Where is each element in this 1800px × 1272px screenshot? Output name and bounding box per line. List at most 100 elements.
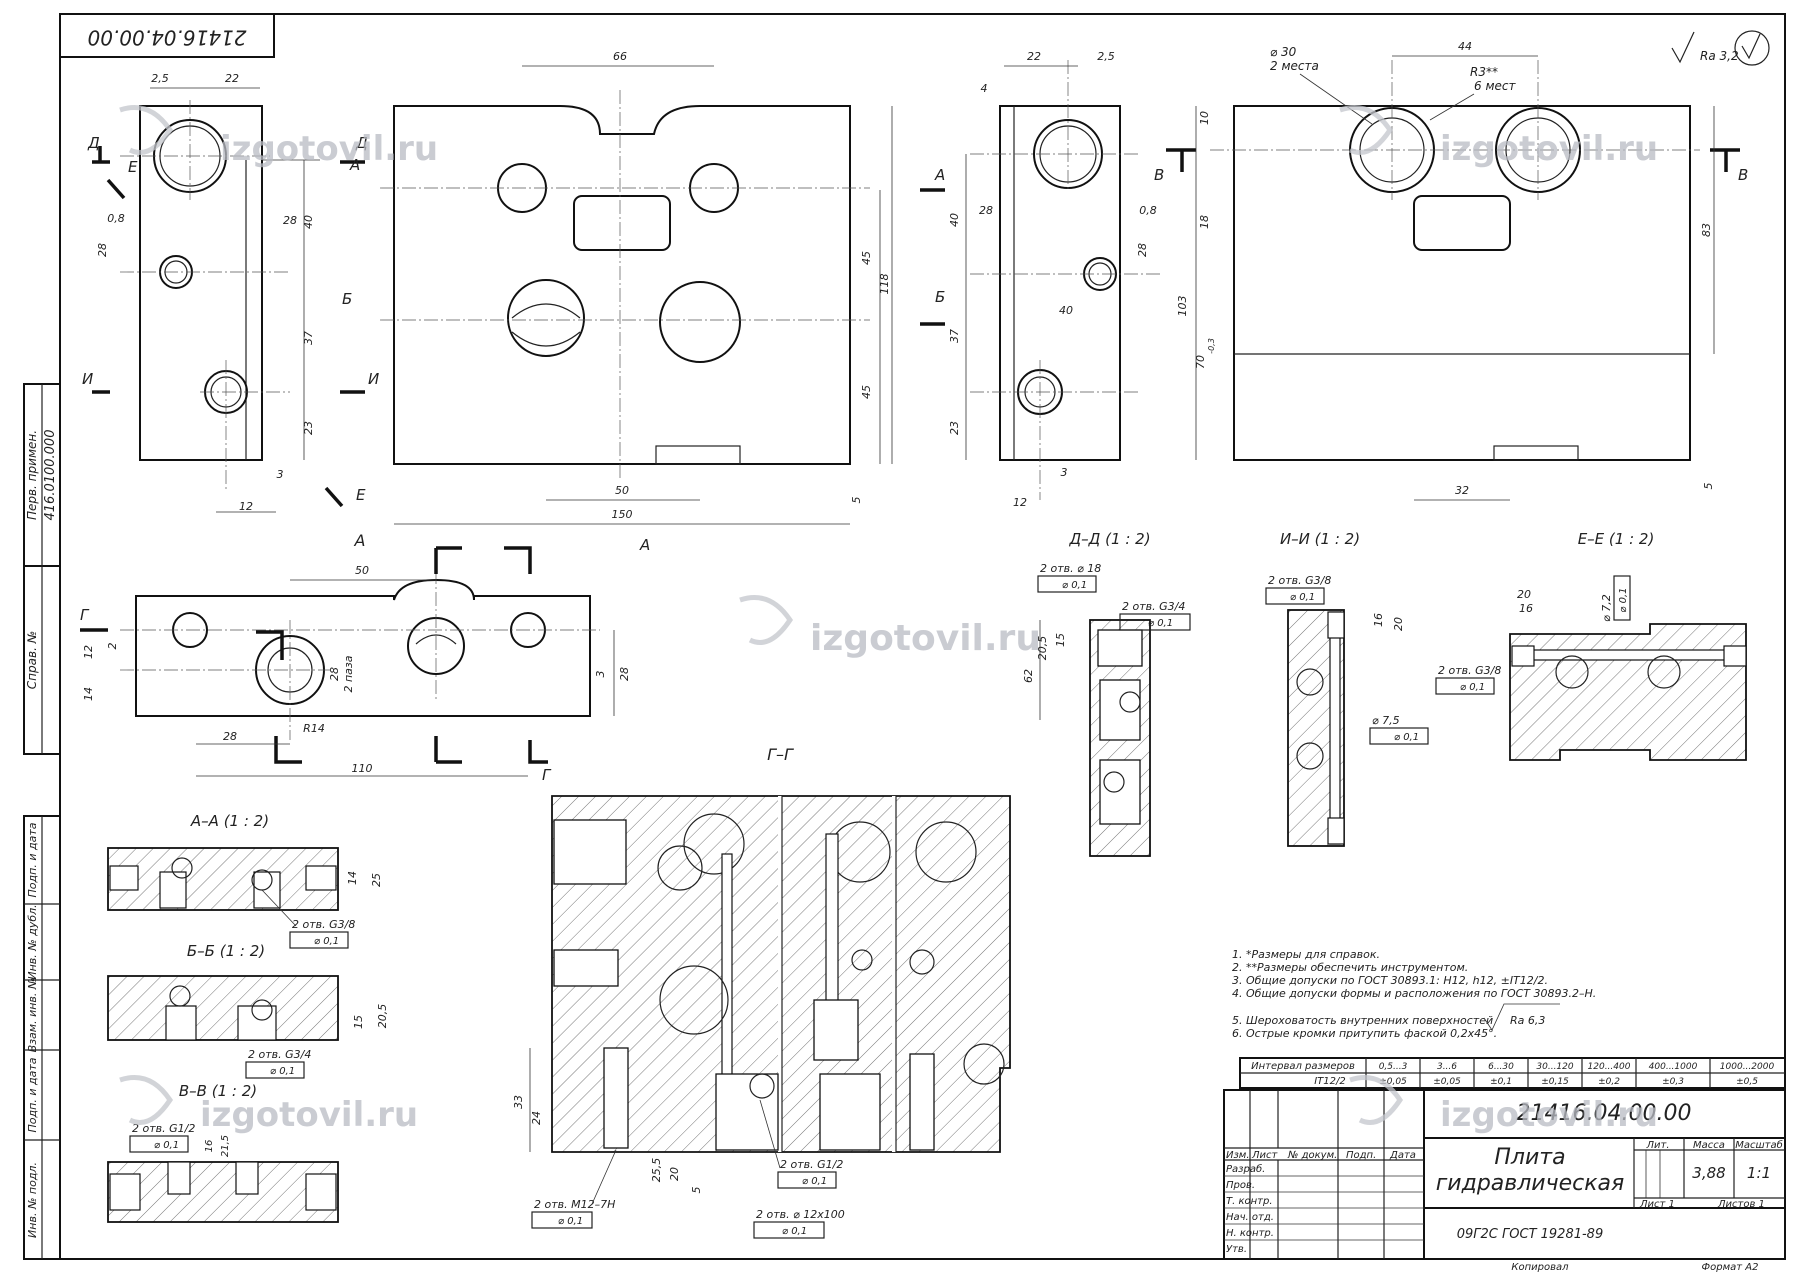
front-mark-a1: А bbox=[934, 166, 945, 184]
section-dd-tol1: ⌀ 0,1 bbox=[1062, 580, 1087, 591]
section-gg-dim-5: 5 bbox=[690, 1187, 703, 1194]
note-1: 1. *Размеры для справок. bbox=[1232, 948, 1380, 961]
side-dim-28a: 28 bbox=[979, 204, 993, 217]
tb-listov-label: Листов 1 bbox=[1717, 1199, 1765, 1210]
tb-col-ndokum: № докум. bbox=[1287, 1150, 1337, 1161]
rotated-stamp: 21416.04.00.00 bbox=[59, 13, 275, 58]
front-mark-b-left: Б bbox=[342, 290, 352, 308]
tb-row-utv: Утв. bbox=[1226, 1244, 1247, 1255]
section-gg-callout-g12: 2 отв. G1/2 bbox=[780, 1158, 843, 1171]
side-dim-2-5: 2,5 bbox=[1097, 50, 1115, 63]
watermark-2-text: izgotovil.ru bbox=[1440, 129, 1658, 169]
tol-value-2: ±0,1 bbox=[1490, 1077, 1512, 1087]
tol-range-5: 400...1000 bbox=[1649, 1062, 1698, 1072]
view-a-dim-r14: R14 bbox=[303, 722, 325, 735]
section-dd-tol2: ⌀ 0,1 bbox=[1148, 618, 1173, 629]
view-a-dim-28c: 28 bbox=[223, 730, 237, 743]
right-dim-83: 83 bbox=[1700, 223, 1713, 237]
section-gg-dim-24: 24 bbox=[530, 1111, 543, 1125]
section-gg: Г–Г 33 24 25,5 20 5 2 отв. M12–7H ⌀ 0,1 bbox=[512, 745, 1011, 1239]
left-strip: Перв. примен. 416.0100.000 Справ. № Подп… bbox=[23, 383, 61, 1260]
view-a-dim-28a: 28 bbox=[328, 667, 341, 681]
section-ee-tol-top: ⌀ 0,1 bbox=[1618, 587, 1629, 612]
view-front: А Б А А Б 66 45 118 45 50 150 5 bbox=[342, 50, 945, 554]
section-ee-callout1: 2 отв. G3/8 bbox=[1438, 664, 1501, 677]
right-mark-v1: В bbox=[1154, 166, 1164, 184]
tb-material: 09Г2С ГОСТ 19281-89 bbox=[1457, 1227, 1603, 1242]
tb-masshtab-label: Масштаб bbox=[1735, 1139, 1783, 1151]
section-bb-dim-20-5: 20,5 bbox=[376, 1004, 389, 1029]
watermark-1-text: izgotovil.ru bbox=[220, 129, 438, 169]
section-gg-tol-m12: ⌀ 0,1 bbox=[558, 1216, 583, 1227]
right-dim-32: 32 bbox=[1455, 484, 1469, 497]
section-ii-callout1: 2 отв. G3/8 bbox=[1268, 574, 1331, 587]
section-aa-callout: 2 отв. G3/8 bbox=[292, 918, 355, 931]
strip-inv-dubl: Инв. № дубл. bbox=[26, 904, 39, 979]
right-dim-18: 18 bbox=[1198, 215, 1211, 229]
watermark-4: izgotovil.ru bbox=[119, 1075, 418, 1135]
view-a-mark-g1: Г bbox=[80, 606, 90, 624]
tolerance-table: Интервал размеров IT12/2 0,5...3 3...6 6… bbox=[1239, 1057, 1786, 1089]
right-mark-v2: В bbox=[1738, 166, 1748, 184]
left-dim-5: 28 bbox=[96, 243, 109, 257]
side-dim-23: 23 bbox=[948, 421, 961, 435]
front-dim-118: 118 bbox=[878, 274, 891, 295]
tol-range-6: 1000...2000 bbox=[1720, 1062, 1775, 1072]
view-left-side: Д Д Е Е И И 2,5 22 0,8 28 40 28 37 23 3 … bbox=[82, 72, 379, 513]
tb-row-nkontr: Н. контр. bbox=[1226, 1228, 1274, 1239]
section-ee-title: Е–Е (1 : 2) bbox=[1578, 530, 1655, 548]
side-dim-28b: 28 bbox=[1136, 243, 1149, 257]
right-dim-44: 44 bbox=[1458, 40, 1472, 53]
tol-row2-label: IT12/2 bbox=[1314, 1076, 1346, 1087]
tb-row-tkontr: Т. контр. bbox=[1226, 1196, 1273, 1207]
front-dim-66: 66 bbox=[613, 50, 627, 63]
left-mark-e1: Е bbox=[128, 158, 138, 176]
tb-masshtab-value: 1:1 bbox=[1747, 1164, 1771, 1182]
section-bb-title: Б–Б (1 : 2) bbox=[187, 942, 265, 960]
right-callout-6mest: 6 мест bbox=[1474, 79, 1516, 93]
front-dim-45b: 45 bbox=[860, 385, 873, 399]
tb-name-line2: гидравлическая bbox=[1436, 1171, 1624, 1196]
tb-lit-label: Лит. bbox=[1645, 1140, 1669, 1151]
view-a-title: А bbox=[354, 531, 366, 550]
watermark-3-text: izgotovil.ru bbox=[810, 618, 1041, 659]
view-a-dim-2: 2 bbox=[106, 643, 119, 650]
section-gg-callout-m12: 2 отв. M12–7H bbox=[534, 1198, 615, 1211]
side-dim-40b: 40 bbox=[1059, 304, 1073, 317]
side-dim-22: 22 bbox=[1027, 50, 1041, 63]
section-dd-callout2: 2 отв. G3/4 bbox=[1122, 600, 1185, 613]
strip-vzam-inv: Взам. инв. № bbox=[26, 978, 39, 1053]
view-side: 22 2,5 4 40 28 0,8 28 37 40 23 3 12 bbox=[948, 50, 1160, 509]
tol-range-3: 30...120 bbox=[1536, 1062, 1573, 1072]
front-dim-50: 50 bbox=[615, 484, 629, 497]
section-vv-dim-21-5: 21,5 bbox=[220, 1135, 231, 1157]
section-vv-title: В–В (1 : 2) bbox=[179, 1082, 257, 1100]
side-dim-0-8: 0,8 bbox=[1139, 204, 1157, 217]
watermark-5-text: izgotovil.ru bbox=[1440, 1095, 1658, 1135]
tb-designation: 21416.04.00.00 bbox=[1517, 1101, 1692, 1126]
front-mark-a2: А bbox=[639, 536, 650, 554]
technical-notes: 1. *Размеры для справок. 2. **Размеры об… bbox=[1232, 948, 1596, 1040]
section-aa: А–А (1 : 2) 2 отв. G3/8 ⌀ 0,1 14 25 bbox=[107, 812, 383, 949]
view-a-mark-g2: Г bbox=[542, 766, 552, 784]
right-callout-2mesta: 2 места bbox=[1270, 59, 1319, 73]
section-vv: В–В (1 : 2) 2 отв. G1/2 ⌀ 0,1 16 21,5 bbox=[107, 1082, 339, 1223]
watermark-1: izgotovil.ru bbox=[119, 105, 438, 169]
note-3: 3. Общие допуски по ГОСТ 30893.1: H12, h… bbox=[1232, 974, 1548, 987]
right-dim-70-tol: -0,3 bbox=[1207, 338, 1216, 354]
section-dd-dim-20-5: 20,5 bbox=[1036, 636, 1049, 661]
tb-list-label: Лист 1 bbox=[1639, 1199, 1675, 1210]
left-mark-i1: И bbox=[82, 370, 93, 388]
strip-inv-podl: Инв. № подл. bbox=[26, 1162, 39, 1238]
view-a-dim-3: 3 bbox=[594, 671, 607, 678]
strip-podp-data-2: Подп. и дата bbox=[26, 1057, 39, 1132]
tb-name-line1: Плита bbox=[1494, 1145, 1565, 1170]
tb-col-list: Лист bbox=[1251, 1150, 1279, 1161]
view-right: В В 44 ⌀ 30 2 места R3** 6 мест 10 18 83… bbox=[1154, 40, 1748, 501]
section-dd-dim-15: 15 bbox=[1054, 633, 1067, 647]
view-a-dim-14: 14 bbox=[82, 687, 95, 701]
section-bb: Б–Б (1 : 2) 2 отв. G3/4 ⌀ 0,1 15 20,5 bbox=[107, 942, 389, 1079]
rotated-stamp-number: 21416.04.00.00 bbox=[87, 26, 246, 50]
left-mark-d1: Д bbox=[87, 134, 100, 152]
section-dd-dim-62: 62 bbox=[1022, 669, 1035, 683]
